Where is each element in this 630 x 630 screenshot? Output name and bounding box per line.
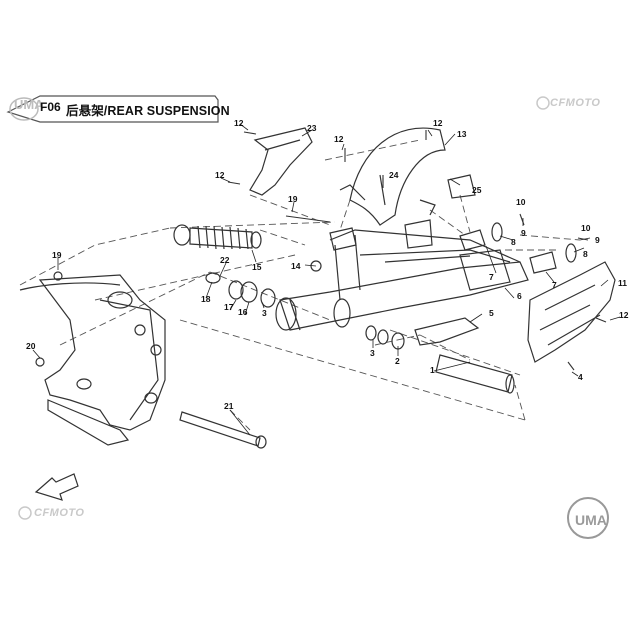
- uma-logo-text: UMA: [575, 512, 607, 528]
- part-number: 17: [224, 302, 234, 312]
- axles: [179, 354, 515, 449]
- bolts: [227, 130, 607, 371]
- swingarm: [275, 219, 529, 331]
- part-number: 16: [238, 307, 248, 317]
- uma-logo-icon: [9, 97, 39, 121]
- part-number: 12: [433, 118, 443, 128]
- upper-bracket: [249, 127, 313, 196]
- part-number: 10: [516, 197, 526, 207]
- figure-code: F06: [40, 100, 61, 114]
- part-number: 12: [334, 134, 344, 144]
- part-number: 11: [618, 278, 627, 288]
- front-arrow-icon: [34, 473, 79, 501]
- part-number: 9: [595, 235, 600, 245]
- dashed-guide-lines: [19, 139, 581, 431]
- chain-guard: [527, 261, 616, 363]
- cfmoto-logo-icon: [18, 96, 550, 520]
- chain-slider: [414, 317, 480, 346]
- part-number: 19: [52, 250, 62, 260]
- part-number: 3: [370, 348, 375, 358]
- part-number: 6: [517, 291, 522, 301]
- part-number: 12: [619, 310, 629, 320]
- header-frame: [6, 95, 219, 123]
- part-number: 25: [472, 185, 482, 195]
- part-number: 13: [457, 129, 467, 139]
- part-number: 8: [583, 249, 588, 259]
- part-number: 10: [581, 223, 591, 233]
- page-title: 后悬架/REAR SUSPENSION: [66, 104, 230, 118]
- part-number: 15: [252, 262, 262, 272]
- part-number: 24: [389, 170, 399, 180]
- rear-hugger: [339, 127, 446, 226]
- uma-logo-text: UMA: [14, 97, 44, 112]
- part-number: 14: [291, 261, 301, 271]
- part-number: 1: [430, 365, 435, 375]
- part-number: 3: [262, 308, 267, 318]
- part-number: 9: [521, 228, 526, 238]
- part-number: 21: [224, 401, 234, 411]
- chain-adjusters: [447, 174, 577, 274]
- part-number: 20: [26, 341, 36, 351]
- part-number: 23: [307, 123, 317, 133]
- part-number: 7: [552, 280, 557, 290]
- part-number: 5: [489, 308, 494, 318]
- part-number: 22: [220, 255, 230, 265]
- uma-logo-icon: [567, 497, 609, 539]
- part-number: 19: [288, 194, 298, 204]
- part-number: 8: [511, 237, 516, 247]
- part-number: 7: [489, 272, 494, 282]
- part-number: 2: [395, 356, 400, 366]
- part-number: 12: [234, 118, 244, 128]
- shock-absorber: [173, 224, 262, 250]
- leader-lines: [32, 123, 621, 436]
- cfmoto-logo-text: CFMOTO: [550, 97, 601, 109]
- part-number: 4: [578, 372, 583, 382]
- cfmoto-logo-text: CFMOTO: [34, 507, 85, 519]
- part-number: 18: [201, 294, 211, 304]
- frame-left-plates: [19, 274, 166, 446]
- part-number: 12: [215, 170, 225, 180]
